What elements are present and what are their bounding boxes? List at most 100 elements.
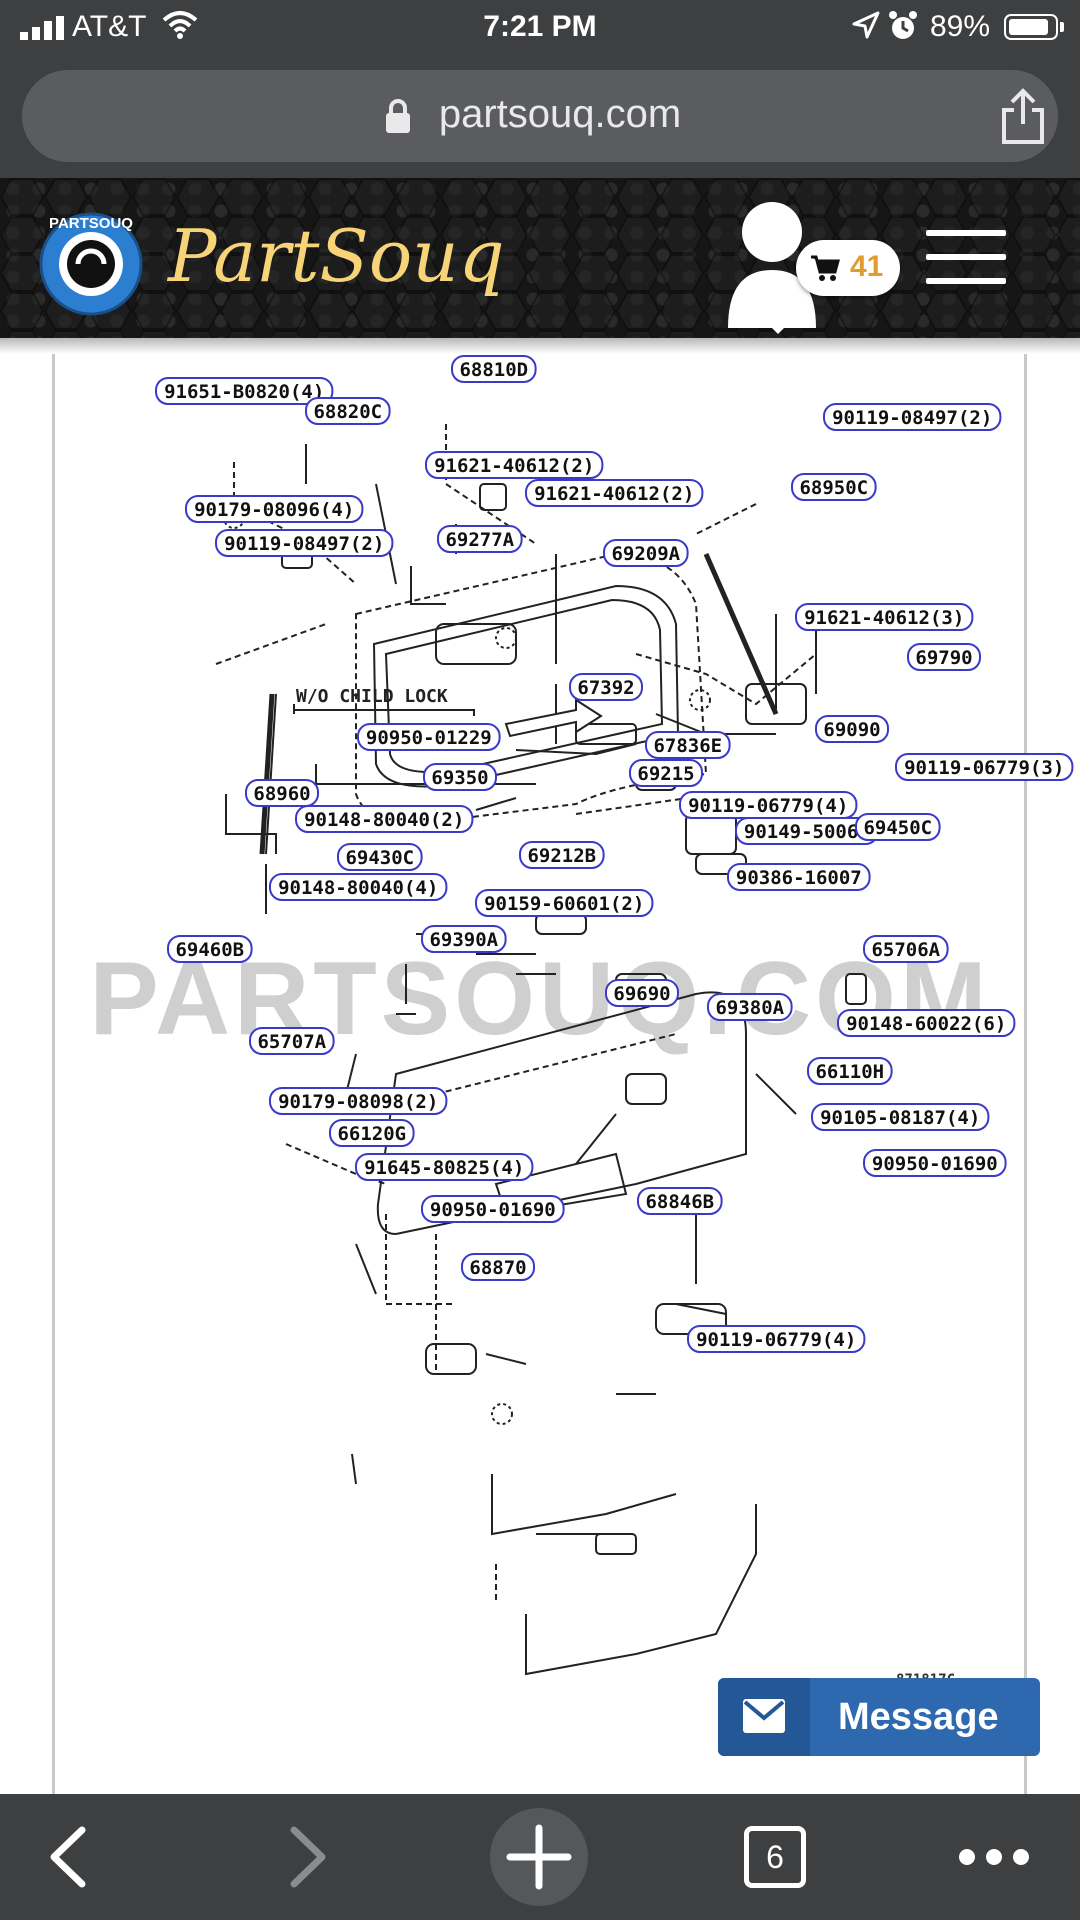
part-label-outline [155, 377, 334, 405]
part-label[interactable]: 90148-80040(2) [295, 805, 474, 833]
part-label[interactable]: 69450C [855, 813, 941, 841]
part-label[interactable]: 69430C [337, 843, 423, 871]
part-label-outline [707, 993, 793, 1021]
part-label[interactable]: 69790 [907, 643, 981, 671]
part-label[interactable]: 67836E [645, 731, 731, 759]
part-label[interactable]: 91651-B0820(4) [155, 377, 334, 405]
part-number: 90179-08098(2) [278, 1091, 438, 1113]
part-label[interactable]: 67392 [569, 673, 643, 701]
header-shadow [0, 338, 1080, 354]
part-number: 90179-08096(4) [194, 499, 354, 521]
part-label[interactable]: 90950-01229 [357, 723, 501, 751]
account-dropdown-caret-icon[interactable] [766, 322, 790, 334]
part-label[interactable]: 69212B [519, 841, 605, 869]
part-number: 69450C [863, 817, 932, 839]
part-number: 90148-80040(4) [278, 877, 438, 899]
part-number: 67392 [577, 677, 634, 699]
part-label-outline [421, 1195, 565, 1223]
part-label[interactable]: 91645-80825(4) [355, 1153, 534, 1181]
part-label[interactable]: 90148-60022(6) [837, 1009, 1016, 1037]
part-label[interactable]: 91621-40612(2) [525, 479, 704, 507]
part-label[interactable]: 68960 [245, 779, 319, 807]
part-label[interactable]: 90119-06779(4) [679, 791, 858, 819]
part-label[interactable]: 90950-01690 [863, 1149, 1007, 1177]
part-label[interactable]: 90386-16007 [727, 863, 871, 891]
part-label[interactable]: 68950C [791, 473, 877, 501]
parts-diagram: PARTSOUQ.COM [89, 355, 1074, 1688]
part-label[interactable]: 68810D [451, 355, 537, 383]
part-label-outline [895, 753, 1074, 781]
part-label[interactable]: 69460B [167, 935, 253, 963]
part-label[interactable]: 91621-40612(3) [795, 603, 974, 631]
part-label[interactable]: 90119-06779(3) [895, 753, 1074, 781]
part-label-outline [337, 843, 423, 871]
part-number: 90119-08497(2) [832, 407, 992, 429]
part-label[interactable]: 68870 [461, 1253, 535, 1281]
tabs-button[interactable]: 6 [744, 1826, 806, 1888]
part-number: 68960 [253, 783, 310, 805]
part-label[interactable]: 69277A [437, 525, 523, 553]
message-button[interactable]: Message [718, 1678, 1040, 1756]
part-label[interactable]: 69380A [707, 993, 793, 1021]
part-number: 91621-40612(3) [804, 607, 964, 629]
part-label[interactable]: 69350 [423, 763, 497, 791]
message-icon-box [718, 1678, 810, 1756]
part-label-outline [249, 1027, 335, 1055]
part-number: 90105-08187(4) [820, 1107, 980, 1129]
part-number: 91645-80825(4) [364, 1157, 524, 1179]
part-label[interactable]: 91621-40612(2) [425, 451, 604, 479]
partsouq-logo-icon[interactable]: PARTSOUQ [38, 192, 144, 330]
part-number: 69380A [715, 997, 784, 1019]
part-number: 67836E [653, 735, 722, 757]
part-number: 90149-50064 [744, 821, 870, 843]
part-label[interactable]: 66120G [329, 1119, 415, 1147]
browser-toolbar: 6 [0, 1794, 1080, 1920]
part-label[interactable]: 90119-08497(2) [823, 403, 1002, 431]
more-icon[interactable] [958, 1848, 1030, 1866]
part-label[interactable]: 90950-01690 [421, 1195, 565, 1223]
part-labels: 91651-B0820(4) 68810D 68820C 90119-08497(2)… [155, 355, 1074, 1353]
site-header: PARTSOUQ PartSouq 41 [0, 178, 1080, 338]
part-label[interactable]: 90179-08096(4) [185, 495, 364, 523]
content-frame-right [1024, 354, 1027, 1794]
part-label[interactable]: 69090 [815, 715, 889, 743]
part-label[interactable]: 90149-50064 [735, 817, 879, 845]
part-label-outline [525, 479, 704, 507]
part-label[interactable]: 65706A [863, 935, 949, 963]
browser-top-bar: partsouq.com [0, 56, 1080, 178]
part-number: 90159-60601(2) [484, 893, 644, 915]
part-label[interactable]: 90159-60601(2) [475, 889, 654, 917]
part-number: 65706A [871, 939, 940, 961]
new-tab-button[interactable] [490, 1808, 588, 1906]
user-account-icon[interactable] [726, 194, 826, 334]
part-label[interactable]: 65707A [249, 1027, 335, 1055]
part-label[interactable]: 68846B [637, 1187, 723, 1215]
address-bar[interactable]: partsouq.com [22, 70, 1058, 162]
part-label[interactable]: 90119-06779(4) [687, 1325, 866, 1353]
part-number: 68846B [645, 1191, 714, 1213]
part-label[interactable]: 90179-08098(2) [269, 1087, 448, 1115]
status-bar: AT&T 7:21 PM 89% [0, 0, 1080, 56]
part-label[interactable]: 90148-80040(4) [269, 873, 448, 901]
part-label[interactable]: 66110H [807, 1057, 893, 1085]
part-number: 66110H [815, 1061, 884, 1083]
cart-button[interactable]: 41 [796, 240, 900, 296]
part-label[interactable]: 69215 [629, 759, 703, 787]
part-label[interactable]: 68820C [305, 397, 391, 425]
part-label[interactable]: 69390A [421, 925, 507, 953]
part-number: 69215 [637, 763, 694, 785]
share-icon[interactable] [998, 88, 1048, 144]
forward-icon[interactable] [282, 1824, 332, 1890]
part-label[interactable]: 90105-08187(4) [811, 1103, 990, 1131]
part-label[interactable]: 69209A [603, 539, 689, 567]
brand-name[interactable]: PartSouq [168, 214, 505, 298]
part-label[interactable]: 69690 [605, 979, 679, 1007]
back-icon[interactable] [44, 1824, 94, 1890]
part-label[interactable]: 90119-08497(2) [215, 529, 394, 557]
menu-icon[interactable] [926, 228, 1006, 288]
lock-icon [386, 99, 410, 133]
part-number: 65707A [257, 1031, 326, 1053]
part-label-outline [305, 397, 391, 425]
note-label: W/O CHILD LOCK [296, 686, 448, 707]
logo-text: PARTSOUQ [49, 215, 133, 232]
